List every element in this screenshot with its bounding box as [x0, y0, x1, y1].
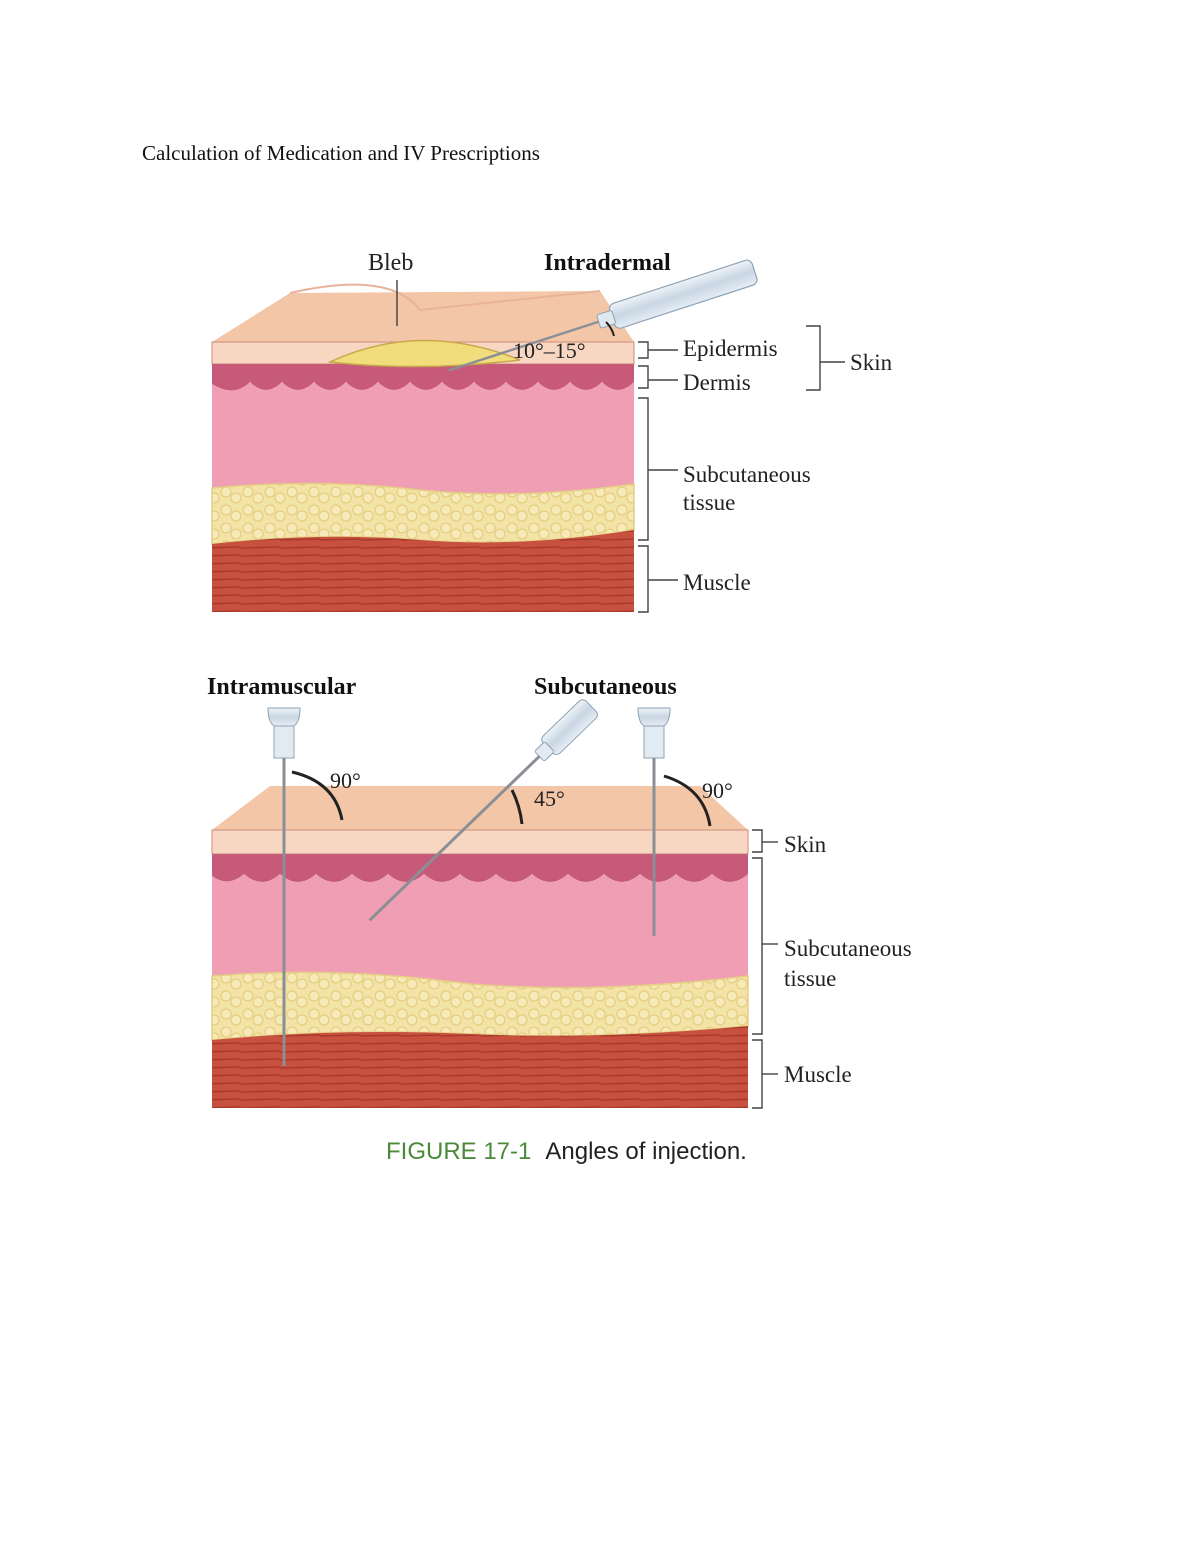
skin-top-surface: [212, 291, 634, 342]
skin-top-surface-bottom: [212, 786, 748, 830]
subcutaneous-label-bottom-1: Subcutaneous: [784, 936, 912, 961]
im-syringe-icon: [267, 707, 301, 1066]
dermis-layer-bottom: [212, 854, 748, 882]
bleb-label: Bleb: [368, 250, 413, 276]
fat-band: [211, 482, 635, 545]
intradermal-angle-arrow: [605, 321, 615, 337]
im-angle-arrow: [291, 770, 344, 821]
intradermal-title: Intradermal: [544, 250, 671, 276]
dermis-label: Dermis: [683, 370, 751, 395]
skin-label-bottom: Skin: [784, 832, 827, 857]
subq-45-syringe-icon: [368, 699, 598, 922]
im-subq-block: [211, 699, 778, 1109]
muscle-label-top: Muscle: [683, 570, 751, 595]
page-header: Calculation of Medication and IV Prescri…: [142, 141, 540, 165]
bleb-bubble: [327, 339, 521, 368]
intradermal-block: [211, 259, 845, 613]
muscle-layer-bottom: [212, 1026, 748, 1108]
muscle-label-bottom: Muscle: [784, 1062, 852, 1087]
skin-layer-bottom: [211, 829, 749, 855]
subq-45-angle-label: 45°: [534, 786, 565, 811]
figure-caption-text: Angles of injection.: [545, 1138, 747, 1165]
subcutaneous-title: Subcutaneous: [534, 674, 677, 700]
subq-45-angle-arrow: [510, 789, 524, 825]
im-angle-label: 90°: [330, 768, 361, 793]
intradermal-angle-label: 10°–15°: [513, 338, 586, 363]
skin-label-top: Skin: [850, 350, 893, 375]
top-brackets: [638, 325, 845, 613]
figure-caption: FIGURE 17-1 Angles of injection.: [386, 1138, 747, 1166]
subcutaneous-label-top-1: Subcutaneous: [683, 462, 811, 487]
muscle-layer: [212, 530, 634, 612]
bottom-brackets: [752, 829, 778, 1109]
epidermis-label: Epidermis: [683, 336, 778, 361]
subq-90-angle-arrow: [663, 774, 712, 827]
intradermal-syringe-icon: [447, 259, 758, 372]
subcutaneous-label-top-2: tissue: [683, 490, 735, 515]
dermis-layer: [212, 364, 634, 391]
subq-90-syringe-icon: [637, 707, 671, 936]
figure-number: FIGURE 17-1: [386, 1138, 532, 1165]
subq-90-angle-label: 90°: [702, 778, 733, 803]
intramuscular-title: Intramuscular: [207, 674, 357, 700]
subcutaneous-label-bottom-2: tissue: [784, 966, 836, 991]
